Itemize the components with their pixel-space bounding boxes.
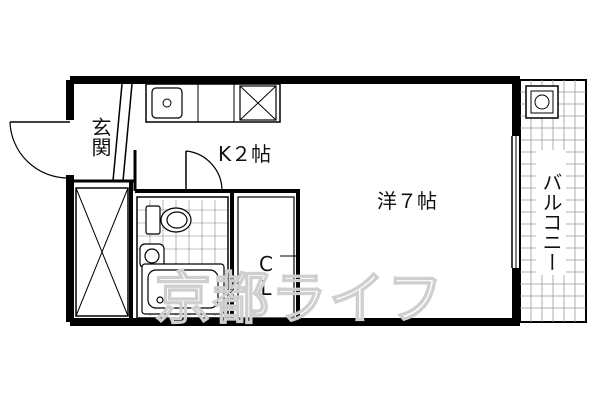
kitchen-label: K２帖 (218, 142, 271, 166)
bathroom-door (185, 150, 223, 192)
storage-box (75, 187, 129, 317)
western-room-label: 洋７帖 (377, 189, 437, 213)
entrance-label: 玄関 (88, 117, 112, 157)
kitchen-counter (145, 83, 281, 123)
watermark: 京都ライフ (155, 267, 445, 332)
closet-label: CL (254, 252, 278, 300)
closet (237, 196, 298, 319)
entrance-door (9, 121, 70, 179)
balcony: バルコニー (519, 79, 587, 323)
toilet-icon (145, 205, 192, 235)
balcony-label: バルコニー (539, 172, 563, 272)
stove-icon (239, 85, 277, 121)
unit-bath (136, 196, 229, 319)
bathtub-icon (141, 263, 225, 315)
ac-outdoor-unit-icon (525, 85, 559, 119)
walls (66, 76, 521, 326)
